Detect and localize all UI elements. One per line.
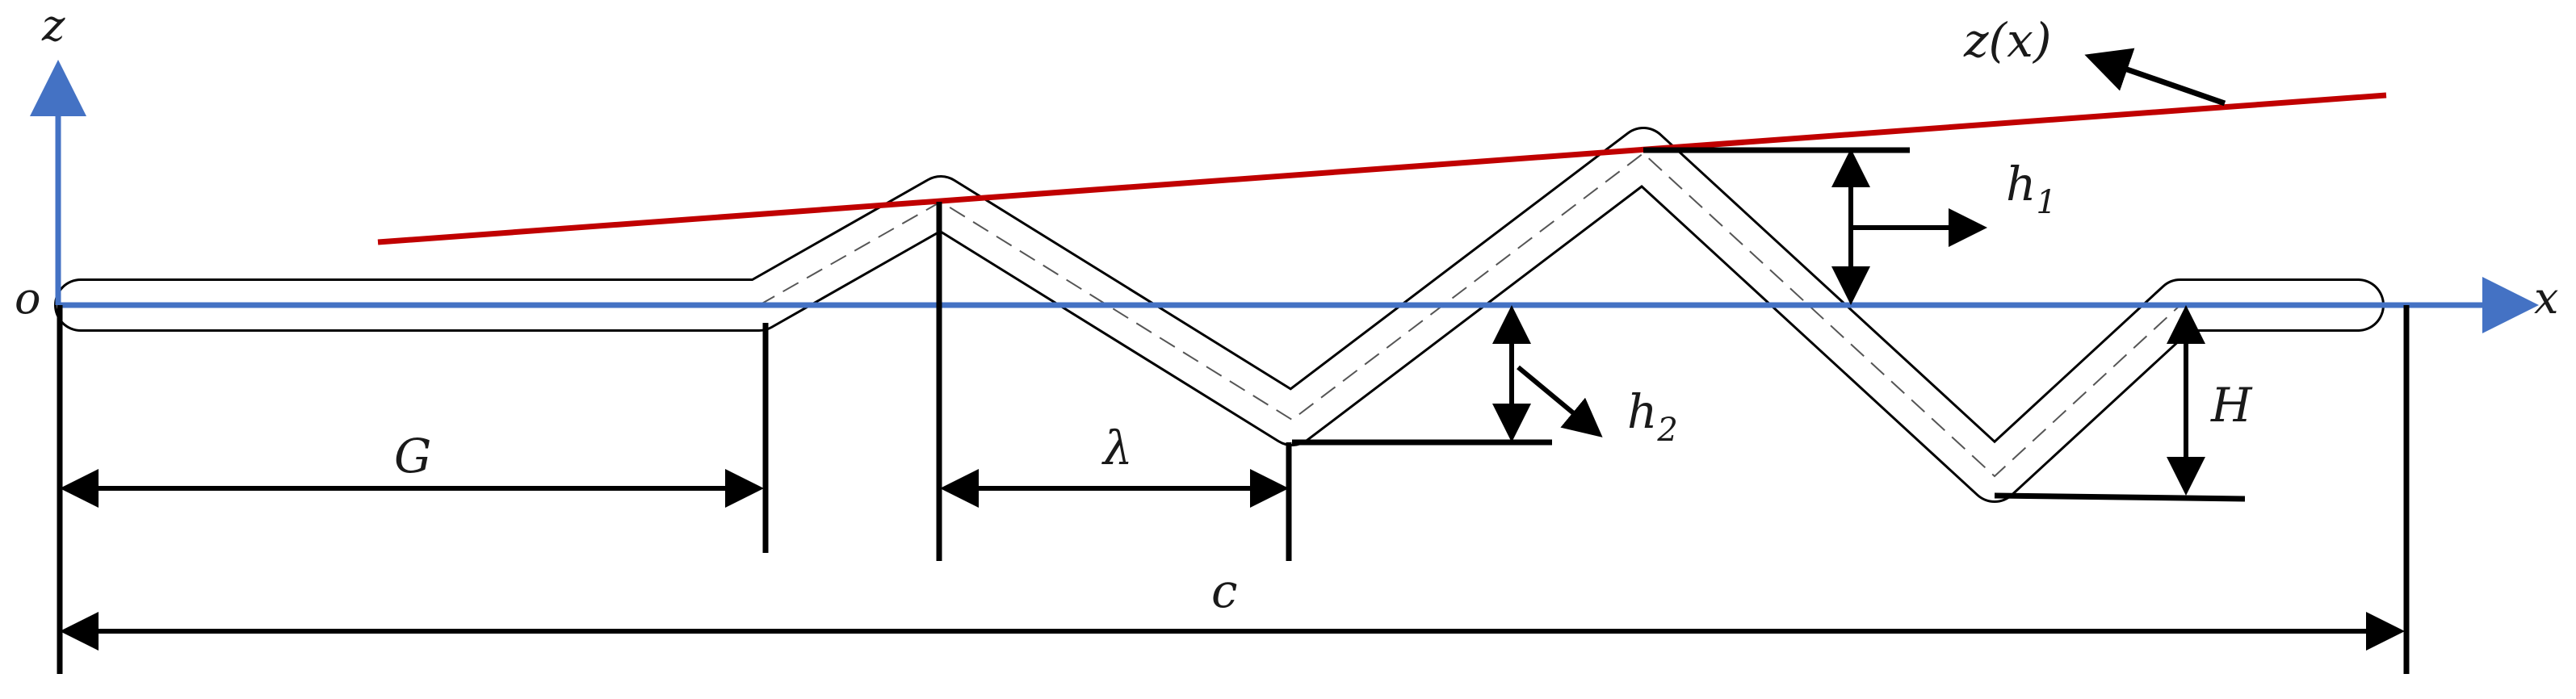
z-of-x-label: z(x) <box>1963 13 2052 68</box>
strip-centerline <box>758 152 2181 478</box>
z-of-x-pointer-arrow <box>2084 48 2226 107</box>
z-axis-label: z <box>41 0 65 51</box>
c-label: c <box>1211 563 1237 618</box>
x-axis-label: x <box>2534 273 2558 324</box>
h-reference-line <box>1994 492 2246 502</box>
h1-label: h1 <box>2006 157 2057 221</box>
dimension-arrows <box>60 149 2405 651</box>
G-label: G <box>394 429 431 483</box>
corrugated-strip <box>54 127 2385 503</box>
h2-pointer-arrow <box>1517 365 1603 437</box>
lambda-label: λ <box>1101 421 1133 475</box>
envelope-line <box>377 92 2387 245</box>
origin-label: o <box>15 273 41 324</box>
h2-label: h2 <box>1627 384 1678 449</box>
H-label: H <box>2210 378 2253 433</box>
